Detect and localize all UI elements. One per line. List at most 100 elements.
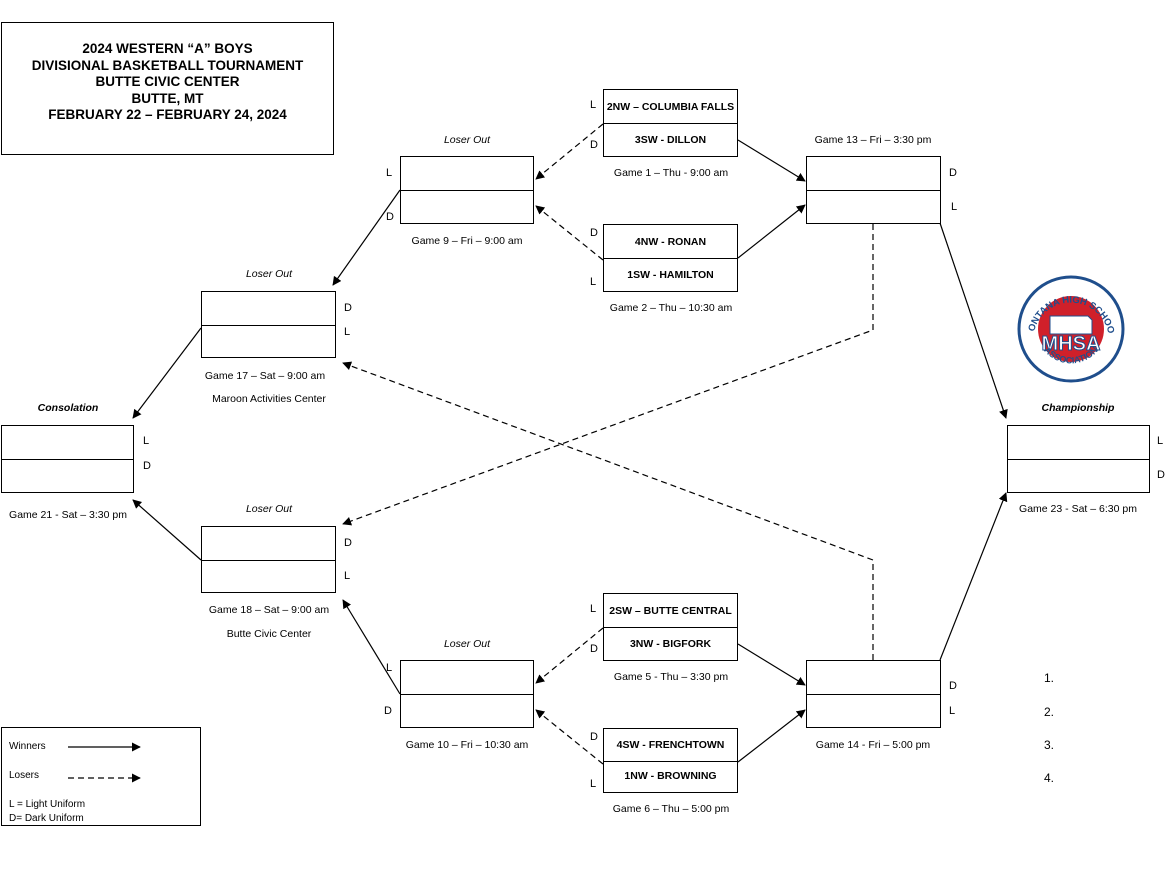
winner-line-g18-g21 xyxy=(132,499,202,561)
game-13-bottom-uniform: L xyxy=(951,201,958,213)
title-line-5: FEBRUARY 22 – FEBRUARY 24, 2024 xyxy=(48,107,287,123)
title-line-4: BUTTE, MT xyxy=(131,90,204,106)
game-1-team-bottom: 3SW - DILLON xyxy=(634,133,707,146)
loser-line-g5-g10 xyxy=(535,627,604,684)
game-17-bottom-uniform: L xyxy=(344,326,351,338)
game-13-box xyxy=(806,156,941,224)
game-9-caption: Game 9 – Fri – 9:00 am xyxy=(411,235,523,247)
logo-text-main: MHSA xyxy=(1042,333,1101,355)
game-21-caption: Game 21 - Sat – 3:30 pm xyxy=(9,509,127,521)
game-10-top-uniform: L xyxy=(386,662,393,674)
game-13-slot-bottom xyxy=(807,190,940,223)
game-5-top-uniform: L xyxy=(590,603,597,615)
game-23-caption: Game 23 - Sat – 6:30 pm xyxy=(1019,503,1137,515)
game-18-box xyxy=(201,526,336,593)
game-6-team-top: 4SW - FRENCHTOWN xyxy=(604,729,737,762)
title-line-1: 2024 WESTERN “A” BOYS xyxy=(82,41,253,57)
game-2-box: 4NW - RONAN 1SW - HAMILTON xyxy=(603,224,738,292)
game-13-slot-top xyxy=(807,157,940,191)
game-18-heading: Loser Out xyxy=(245,503,293,515)
game-14-caption: Game 14 - Fri – 5:00 pm xyxy=(815,739,931,751)
game-9-top-uniform: L xyxy=(386,167,393,179)
game-17-caption: Game 17 – Sat – 9:00 am xyxy=(204,370,326,382)
winner-line-g10-g18 xyxy=(342,599,401,695)
game-6-box: 4SW - FRENCHTOWN 1NW - BROWNING xyxy=(603,728,738,793)
game-5-team-bottom: 3NW - BIGFORK xyxy=(629,637,712,650)
game-13-caption: Game 13 – Fri – 3:30 pm xyxy=(814,134,932,146)
game-21-slot-bottom xyxy=(2,459,133,492)
game-14-slot-top xyxy=(807,661,940,695)
game-9-box xyxy=(400,156,534,224)
game-13-top-uniform: D xyxy=(949,167,957,179)
placing-4: 4. xyxy=(1044,771,1055,785)
game-17-slot-top xyxy=(202,292,335,326)
game-10-box xyxy=(400,660,534,728)
game-9-slot-bottom xyxy=(401,190,533,223)
game-18-caption: Game 18 – Sat – 9:00 am xyxy=(208,604,330,616)
legend-box: Winners Losers L = Light Uniform D= Dark… xyxy=(1,727,201,826)
game-5-team-top: 2SW – BUTTE CENTRAL xyxy=(604,594,737,628)
game-5-caption: Game 5 - Thu – 3:30 pm xyxy=(613,671,729,683)
game-21-bottom-uniform: D xyxy=(143,460,151,472)
game-14-top-uniform: D xyxy=(949,680,957,692)
legend-winners-label: Winners xyxy=(9,741,46,752)
game-2-team-bottom: 1SW - HAMILTON xyxy=(627,268,714,281)
game-5-box: 2SW – BUTTE CENTRAL 3NW - BIGFORK xyxy=(603,593,738,661)
loser-line-g2-g9 xyxy=(535,205,604,261)
game-1-top-uniform: L xyxy=(590,99,597,111)
game-17-slot-bottom xyxy=(202,325,335,358)
game-21-top-uniform: L xyxy=(143,435,150,447)
game-18-venue: Butte Civic Center xyxy=(226,628,312,640)
game-18-slot-top xyxy=(202,527,335,561)
game-2-top-uniform: D xyxy=(590,227,598,239)
title-line-2: DIVISIONAL BASKETBALL TOURNAMENT xyxy=(31,57,304,73)
game-14-bottom-uniform: L xyxy=(949,705,956,717)
loser-line-g6-g10 xyxy=(535,709,604,765)
tournament-title-box: 2024 WESTERN “A” BOYS DIVISIONAL BASKETB… xyxy=(1,22,334,155)
legend-light-uniform: L = Light Uniform xyxy=(9,799,86,810)
game-6-bottom-uniform: L xyxy=(590,778,597,790)
game-23-box xyxy=(1007,425,1150,493)
winner-line-g9-g17 xyxy=(332,189,401,286)
placing-2: 2. xyxy=(1044,705,1055,719)
loser-line-g14-g17 xyxy=(342,361,874,660)
winner-line-g6-g14 xyxy=(737,709,806,763)
winner-line-g5-g14 xyxy=(737,643,806,686)
game-1-team-top: 2NW – COLUMBIA FALLS xyxy=(604,90,737,124)
game-2-team-top: 4NW - RONAN xyxy=(604,225,737,259)
legend-dark-uniform: D= Dark Uniform xyxy=(9,813,84,824)
winner-line-g1-g13 xyxy=(737,139,806,182)
game-14-slot-bottom xyxy=(807,694,940,727)
championship-heading: Championship xyxy=(1041,402,1115,414)
winner-line-g2-g13 xyxy=(737,204,806,259)
mhsa-logo-icon: MONTANA HIGH SCHOOL MHSA ASSOCIATION xyxy=(1016,274,1125,383)
loser-line-g1-g9 xyxy=(535,123,604,180)
game-18-bottom-uniform: L xyxy=(344,570,351,582)
legend-losers-label: Losers xyxy=(9,770,40,781)
game-1-caption: Game 1 – Thu - 9:00 am xyxy=(613,167,729,179)
loser-line-g13-g18 xyxy=(342,224,874,526)
game-2-caption: Game 2 – Thu – 10:30 am xyxy=(609,302,733,314)
game-10-heading: Loser Out xyxy=(443,638,491,650)
game-17-heading: Loser Out xyxy=(245,268,293,280)
game-21-slot-top xyxy=(2,426,133,460)
winner-line-g17-g21 xyxy=(132,327,202,419)
game-23-bottom-uniform: D xyxy=(1157,469,1165,481)
consolation-heading: Consolation xyxy=(37,402,99,414)
game-21-box xyxy=(1,425,134,493)
game-10-slot-bottom xyxy=(401,694,533,727)
game-17-box xyxy=(201,291,336,358)
game-5-bottom-uniform: D xyxy=(590,643,598,655)
game-23-slot-bottom xyxy=(1008,459,1149,492)
game-23-slot-top xyxy=(1008,426,1149,460)
placing-1: 1. xyxy=(1044,671,1055,685)
game-18-top-uniform: D xyxy=(344,537,352,549)
game-17-top-uniform: D xyxy=(344,302,352,314)
winner-line-g14-g23 xyxy=(939,492,1008,661)
placing-3: 3. xyxy=(1044,738,1055,752)
game-14-box xyxy=(806,660,941,728)
game-1-box: 2NW – COLUMBIA FALLS 3SW - DILLON xyxy=(603,89,738,157)
game-1-bottom-uniform: D xyxy=(590,139,598,151)
winner-line-g13-g23 xyxy=(939,222,1008,419)
